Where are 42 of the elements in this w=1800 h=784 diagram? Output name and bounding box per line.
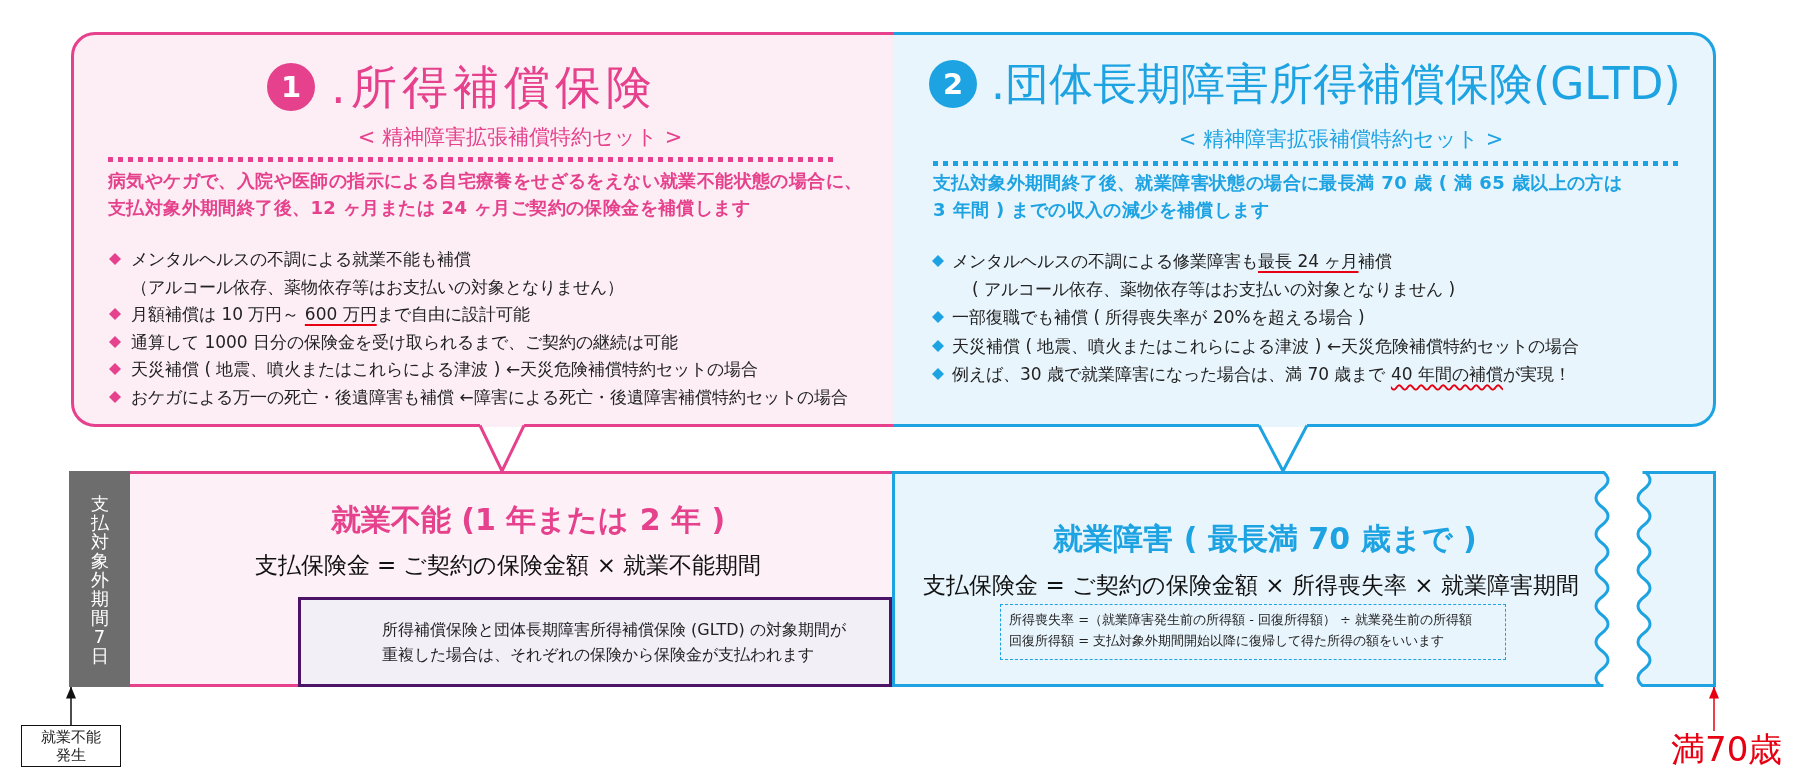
panel-title: .所得補償保険 (331, 60, 657, 114)
bullet-text: 例えば、30 歳で就業障害になった場合は、満 70 歳まで 40 年間の補償が実現！ (952, 362, 1571, 386)
subtitle: < 精神障害拡張補償特約セット > (357, 125, 683, 149)
panel-title: .団体長期障害所得補償保険(GLTD) (991, 58, 1681, 110)
definition-text: 所得喪失率 =（就業障害発生前の所得額 - 回復所得額） ÷ 就業発生前の所得額 (1009, 611, 1473, 629)
bullet-text: 月額補償は 10 万円～ 600 万円まで自由に設計可能 (131, 303, 530, 327)
event-box (21, 725, 121, 767)
note-text: 所得補償保険と団体長期障害所得補償保険 (GLTD) の対象期間が重複した場合は、それぞれの保険から保険金が支払われます (382, 619, 847, 666)
note-text: （アルコール依存、薬物依存等はお支払いの対象となりません） (131, 275, 624, 299)
bullet-text: 天災補償 ( 地震、噴火またはこれらによる津波 ) ←天災危険補償特約セットの場合 (952, 334, 1580, 358)
formula-text: 支払保険金 = ご契約の保険金額 × 所得喪失率 × 就業障害期間 (923, 572, 1579, 598)
subtitle: < 精神障害拡張補償特約セット > (1178, 127, 1504, 151)
description-text: 支払対象外期間終了後、就業障害状態の場合に最長満 70 歳 ( 満 65 歳以上の方は 3 年間 ) までの収入の減少を補償します (933, 171, 1624, 222)
period-label: 支払対象外期間7日 (89, 493, 110, 665)
bullet-text: おケガによる万一の死亡・後遺障害も補償 ←障害による死亡・後遺障害補償特約セットの場合 (131, 386, 848, 409)
callout-panel (71, 32, 893, 427)
band-heading: 就業障害 ( 最長満 70 歳まで ) (1053, 521, 1477, 556)
number-badge: 2 (929, 60, 977, 108)
bullet-text: メンタルヘルスの不調による就業不能も補償 (131, 248, 471, 271)
formula-text: 支払保険金 = ご契約の保険金額 × 就業不能期間 (254, 552, 762, 578)
band-end-segment (1636, 471, 1716, 687)
definition-text: 回復所得額 = 支払対象外期間開始以降に復帰して得た所得の額をいいます (1009, 632, 1445, 650)
bullet-text: 一部復職でも補償 ( 所得喪失率が 20%を超える場合 ) (952, 306, 1365, 330)
bullet-text: 天災補償 ( 地震、噴火またはこれらによる津波 ) ←天災危険補償特約セットの場合 (131, 358, 759, 382)
bullet-text: メンタルヘルスの不調による修業障害も最長 24 ヶ月補償 (952, 250, 1393, 273)
definition-box (1000, 604, 1506, 660)
callout-tail (478, 424, 526, 473)
overlap-note-box (298, 597, 892, 687)
age-label: 満70歳 (1671, 731, 1783, 769)
event-label: 就業不能発生 (40, 728, 102, 764)
period-band (130, 471, 892, 687)
arrow (1709, 686, 1719, 732)
description-text: 病気やケガで、入院や医師の指示による自宅療養をせざるをえない就業不能状態の場合に、支払対象外期間終了後、12 ヶ月または 24 ヶ月ご契約の保険金を補償します (108, 169, 864, 220)
callout-panel (893, 32, 1716, 427)
bullet-text: 通算して 1000 日分の保険金を受け取られるまで、ご契約の継続は可能 (131, 330, 679, 354)
band-heading: 就業不能 (1 年または 2 年 ) (330, 502, 726, 537)
number-badge: 1 (267, 63, 315, 111)
arrow (66, 686, 76, 726)
callout-tail (1257, 424, 1309, 473)
note-text: ( アルコール依存、薬物依存等はお支払いの対象となりません ) (972, 278, 1456, 302)
period-band (892, 471, 1610, 687)
waiting-period-band (69, 471, 130, 687)
